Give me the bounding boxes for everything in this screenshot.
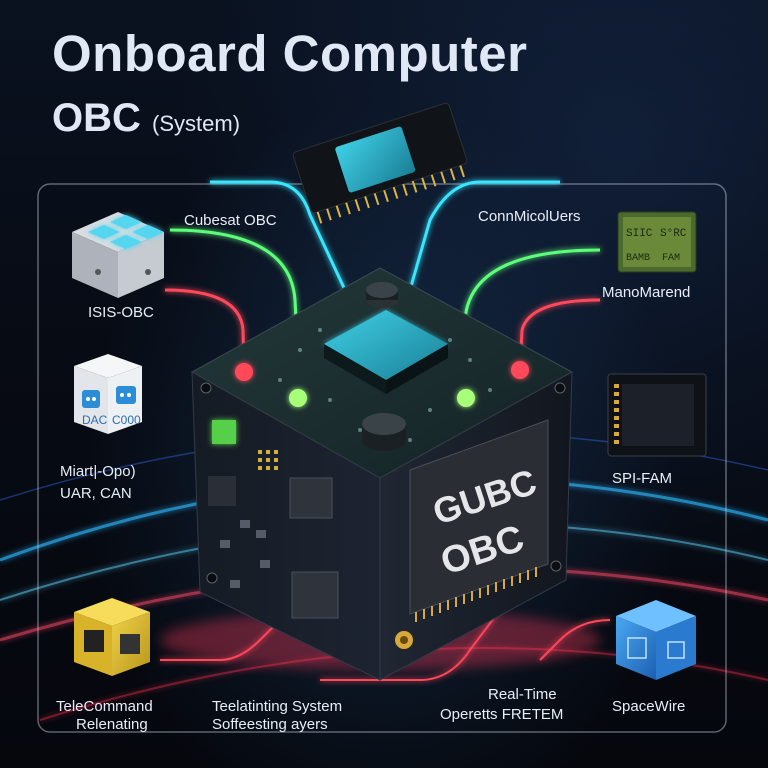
trace-green-right <box>463 248 601 395</box>
green-status-chip <box>212 420 236 444</box>
led-red-right <box>511 361 529 379</box>
ic-chip-left-2 <box>208 476 236 506</box>
trace-green-left <box>169 228 302 396</box>
subtitle-paren: (System) <box>152 111 241 136</box>
trace-cyan-left <box>210 180 347 291</box>
ram-text-1: SIIC <box>626 228 653 240</box>
label-spi-fam: SPI-FAM <box>612 470 673 487</box>
led-green-left <box>289 389 307 407</box>
ram-text-2: S°RC <box>660 228 687 240</box>
ic-chip-left-1 <box>289 477 333 519</box>
capacitor-right <box>362 413 406 451</box>
ic-chip-left-3 <box>291 571 339 619</box>
label-real-time: Real-Time <box>488 686 557 703</box>
white-box-text-right: C000 <box>112 413 141 427</box>
main-obc-chip <box>409 419 549 615</box>
trace-red-right <box>518 298 601 371</box>
page-subtitle: OBC (System) <box>52 98 240 138</box>
label-teelatinting: Teelatinting System <box>212 698 343 715</box>
label-telecommand: TeleCommand <box>56 698 153 715</box>
uart-can-module <box>74 354 142 434</box>
top-ram-chip <box>292 102 468 224</box>
spacewire-module <box>616 600 696 680</box>
cube-cpu-top <box>324 310 448 380</box>
label-uart-can: UAR, CAN <box>60 485 132 502</box>
main-obc-cube <box>160 267 600 681</box>
label-miart-opo: Miart|-Opo) <box>60 463 136 480</box>
label-cubesat-obc: Cubesat OBC <box>184 212 277 229</box>
spi-fam-chip <box>607 373 707 457</box>
isis-obc-module <box>72 212 164 298</box>
label-relenating: Relenating <box>76 716 148 733</box>
subtitle-main: OBC <box>52 96 141 140</box>
label-spacewire: SpaceWire <box>612 698 686 715</box>
ram-text-4: FAM <box>662 253 680 264</box>
trace-red-left <box>164 288 246 371</box>
label-isis-obc: ISIS-OBC <box>88 304 154 321</box>
ram-text-3: BAMB <box>626 253 650 264</box>
label-operetts: Operetts FRETEM <box>440 706 564 723</box>
ram-module-top-right <box>617 211 697 273</box>
page-title: Onboard Computer <box>52 25 528 82</box>
capacitor-top <box>366 282 398 308</box>
telecommand-module <box>74 598 150 676</box>
label-conn-controllers: ConnMicolUers <box>478 208 581 225</box>
led-red-left <box>235 363 253 381</box>
led-green-right <box>457 389 475 407</box>
trace-cyan-right <box>408 180 560 291</box>
label-mano-marend: ManoMarend <box>602 284 691 301</box>
label-soffeesting: Soffeesting ayers <box>212 716 328 733</box>
white-box-text-left: DAC <box>82 413 108 427</box>
